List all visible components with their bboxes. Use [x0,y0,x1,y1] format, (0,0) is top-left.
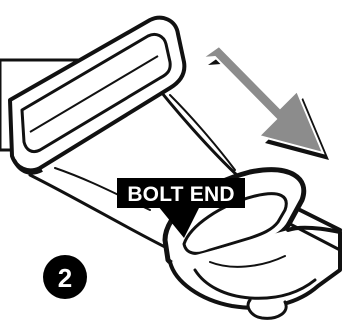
arrow-down-right-icon [202,46,329,160]
number-circle-icon: 2 [43,255,87,299]
latch-plate [10,18,184,173]
bolt-end-label: BOLT END [127,183,234,206]
step-number: 2 [58,263,72,293]
